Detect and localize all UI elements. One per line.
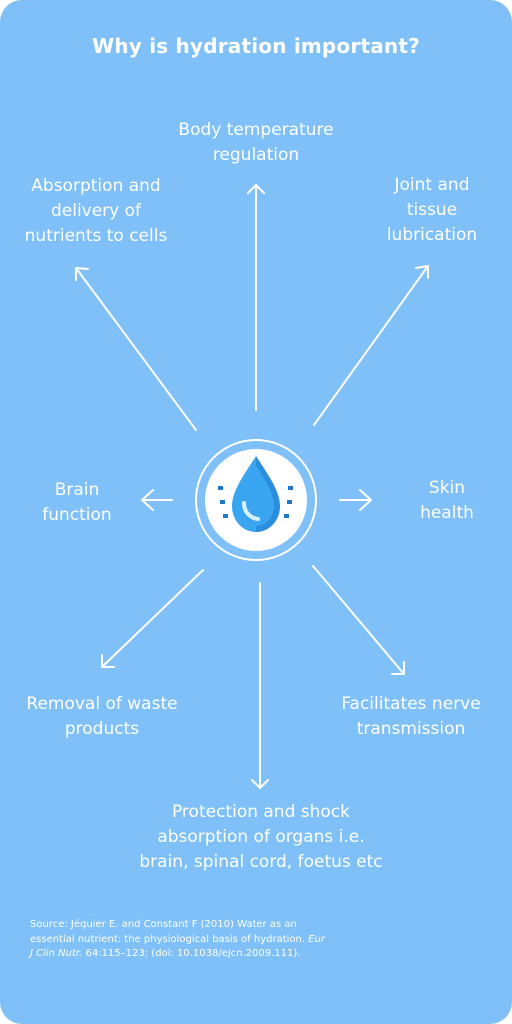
label-nerve: Facilitates nerve transmission <box>341 694 481 739</box>
arrow-down-left <box>101 569 204 668</box>
arrow-right <box>339 489 372 511</box>
label-brain: Brain function <box>42 480 112 525</box>
arrow-up-right <box>313 265 429 426</box>
arrow-down-right <box>312 565 405 675</box>
label-body-temperature: Body temperature regulation <box>178 120 334 165</box>
label-absorption: Absorption and delivery of nutrients to … <box>24 176 168 246</box>
source-prefix: Source: Jéquier E. and Constant F (2010)… <box>30 919 309 945</box>
water-drop-icon <box>195 439 317 561</box>
label-skin: Skin health <box>420 478 474 523</box>
arrow-down <box>251 582 269 789</box>
page-title: Why is hydration important? <box>92 34 420 58</box>
source-journal: Eur J Clin Nutr. <box>30 933 326 960</box>
arrow-up-left <box>75 267 197 431</box>
arrow-up <box>247 184 265 411</box>
arrow-left <box>141 489 173 511</box>
label-protection: Protection and shock absorption of organ… <box>139 802 383 872</box>
label-waste: Removal of waste products <box>26 694 178 739</box>
source-citation: Source: Jéquier E. and Constant F (2010)… <box>30 918 330 962</box>
label-joint: Joint and tissue lubrication <box>386 175 478 245</box>
source-suffix: 64:115–123: (doi: 10.1038/ejcn.2009.111)… <box>82 948 301 959</box>
